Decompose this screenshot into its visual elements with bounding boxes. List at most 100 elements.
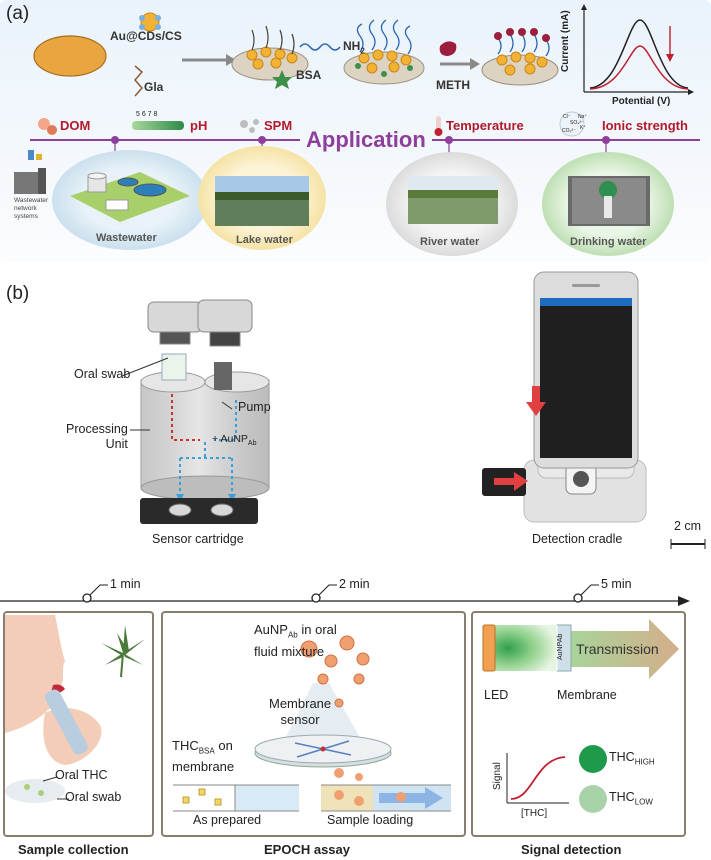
sample-drinking-water: Drinking water <box>570 236 647 248</box>
sigmoid-curve <box>510 756 566 800</box>
arrow-step-1 <box>182 54 236 66</box>
factor-ph: pH <box>190 118 208 133</box>
swab-stick <box>45 689 88 755</box>
ion-cl: Cl⁻ <box>563 114 571 120</box>
label-as-prepared: As prepared <box>193 813 262 827</box>
application-nodes <box>111 136 610 144</box>
electrode-modified-1 <box>231 25 309 81</box>
electrode-disk-bare <box>33 35 107 77</box>
led-block <box>482 624 496 672</box>
time-5-min: 5 min <box>601 577 632 591</box>
label-meth: METH <box>436 78 470 92</box>
glutaraldehyde-structure <box>134 65 144 97</box>
insert-arrow-down <box>526 386 546 416</box>
epoch-assay-illustration <box>173 635 451 812</box>
wastewater-network-label: Wastewater network systems <box>14 197 49 220</box>
swab-cap <box>147 301 203 345</box>
led-glow <box>487 625 557 671</box>
arrow-step-3 <box>440 58 480 70</box>
sample-lake-water: Lake water <box>236 234 293 246</box>
box-sample-collection <box>3 611 154 837</box>
reagent-flow-path <box>214 400 237 441</box>
spm-particles-icon <box>240 119 259 133</box>
panel-label-a: (a) <box>6 3 30 24</box>
timeline-arrow-head <box>678 596 690 606</box>
label-aunp-mixture: AuNPAb in oral fluid mixture <box>254 622 337 659</box>
processing-unit-body <box>140 353 270 501</box>
chart-y-label: Current (mA) <box>560 10 571 72</box>
reagent-gla: Gla <box>144 80 164 94</box>
electrode-modified-3 <box>481 28 559 86</box>
cv-curve-after <box>589 45 689 90</box>
river-water-photo <box>408 176 498 224</box>
meth-molecule-icon <box>439 41 457 56</box>
scale-bar <box>670 539 706 549</box>
dom-icon <box>38 118 57 135</box>
bsa-star-icon <box>272 70 292 89</box>
panel-b-artwork <box>121 271 706 549</box>
label-processing-unit: Processing Unit <box>66 422 128 451</box>
ph-scale-ticks: 5 6 7 8 <box>136 111 158 118</box>
ion-so4: SO₄²⁻ <box>570 120 584 126</box>
label-oral-swab: Oral swab <box>74 367 131 381</box>
label-thc-low: THCLOW <box>609 790 653 807</box>
label-detection-cradle: Detection cradle <box>532 532 623 546</box>
ph-scale-icon <box>132 121 184 130</box>
title-signal-detection: Signal detection <box>521 842 622 857</box>
timeline-marker-3 <box>573 593 583 603</box>
title-sample-collection: Sample collection <box>18 842 129 857</box>
cv-curve-before <box>589 19 689 89</box>
label-bsa: BSA <box>296 68 322 82</box>
lake-water-photo <box>215 176 309 226</box>
time-1-min: 1 min <box>110 577 141 591</box>
sample-loading-channel <box>321 768 451 812</box>
label-pump: Pump <box>238 400 271 414</box>
electrode-modified-2 <box>343 19 425 85</box>
oral-swab-icon <box>5 779 65 803</box>
sample-wastewater: Wastewater <box>96 232 157 244</box>
factor-temperature: Temperature <box>446 118 524 133</box>
ion-na: Na⁺ <box>578 114 588 120</box>
panel-label-b: (b) <box>6 283 30 304</box>
sensor-cartridge <box>140 498 258 524</box>
reagent-au-cds-cs: Au@CDs/CS <box>110 29 182 43</box>
insert-arrow-right <box>494 472 528 491</box>
ions-icon <box>559 111 585 137</box>
timeline-marker-1 <box>82 593 92 603</box>
wastewater-plant-illustration <box>70 172 190 222</box>
fluid-cone <box>283 683 363 743</box>
box-signal-detection <box>471 611 686 837</box>
ion-k: K⁺ <box>580 125 586 131</box>
label-thc-high: THCHIGH <box>609 750 655 767</box>
panel-a-artwork <box>14 4 700 256</box>
label-sample-loading: Sample loading <box>327 813 414 827</box>
label-oral-swab-step: Oral swab <box>65 790 122 804</box>
drinking-water-photo <box>568 176 650 226</box>
antibody-strand-icon <box>299 43 341 51</box>
thc-high-dot <box>579 745 607 773</box>
transmission-arrow <box>569 619 679 679</box>
smartphone <box>533 271 639 469</box>
factor-dom: DOM <box>60 118 91 133</box>
box-epoch-assay <box>161 611 466 837</box>
label-signal-axis: Signal <box>492 762 503 790</box>
factor-ionic-strength: Ionic strength <box>602 118 688 133</box>
signal-curve-chart <box>506 753 569 804</box>
aunp-particles <box>300 635 370 708</box>
timeline <box>0 584 690 606</box>
cannabis-leaf-icon <box>101 625 145 678</box>
network-systems-icon <box>14 150 46 194</box>
title-epoch-assay: EPOCH assay <box>264 842 350 857</box>
signal-detection-illustration <box>482 619 679 813</box>
label-sensor-cartridge: Sensor cartridge <box>152 532 244 546</box>
label-transmission: Transmission <box>576 641 659 657</box>
ion-co3: CO₃²⁻ <box>562 128 576 134</box>
time-2-min: 2 min <box>339 577 370 591</box>
decrease-arrow <box>666 54 674 62</box>
label-scale-bar: 2 cm <box>674 519 702 533</box>
thermometer-icon <box>434 116 443 136</box>
chart-x-label: Potential (V) <box>612 96 671 107</box>
thc-low-dot <box>579 785 607 813</box>
sample-collection-illustration <box>5 615 145 803</box>
